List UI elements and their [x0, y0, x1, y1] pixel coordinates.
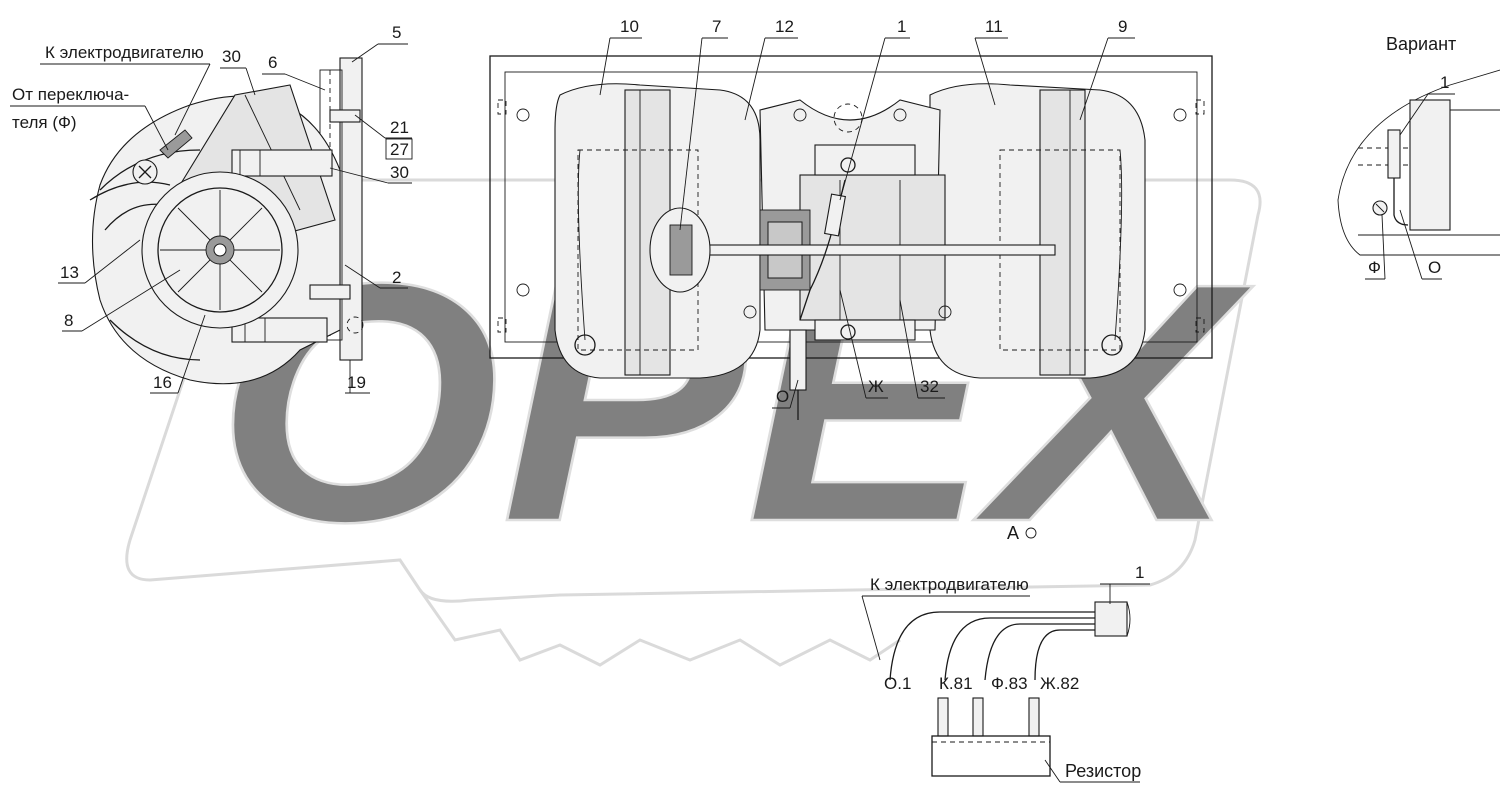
callout-30-mid: 30	[390, 163, 409, 182]
callout-16: 16	[153, 373, 172, 392]
variant-wire-f: Ф	[1368, 258, 1381, 277]
front-view	[489, 55, 1213, 420]
label-from-switch-line2: теля (Ф)	[12, 113, 77, 132]
callout-1-front: 1	[897, 17, 906, 36]
callout-13: 13	[60, 263, 79, 282]
side-view-labels: К электродвигателю От переключа- теля (Ф…	[10, 23, 413, 394]
label-from-switch-line1: От переключа-	[12, 85, 129, 104]
callout-10: 10	[620, 17, 639, 36]
label-to-motor-side: К электродвигателю	[45, 43, 204, 62]
callout-32: 32	[920, 377, 939, 396]
terminal-k81: К.81	[939, 674, 973, 693]
callout-21: 21	[390, 118, 409, 137]
front-view-labels: 10 7 12 1 11 9 О Ж 32	[599, 17, 1135, 409]
side-view	[89, 57, 364, 385]
variant-title: Вариант	[1386, 34, 1456, 54]
view-a-label: А	[1007, 523, 1019, 543]
variant-callout-1: 1	[1440, 73, 1449, 92]
wire-label-o-front: О	[776, 387, 789, 406]
view-a-label-to-motor: К электродвигателю	[870, 575, 1029, 594]
wire-label-zh-front: Ж	[868, 377, 884, 396]
view-a-callout-1: 1	[1135, 563, 1144, 582]
callout-19: 19	[347, 373, 366, 392]
terminal-zh82: Ж.82	[1040, 674, 1079, 693]
callout-6: 6	[268, 53, 277, 72]
resistor-label: Резистор	[1065, 761, 1141, 781]
callout-12: 12	[775, 17, 794, 36]
view-a: А К электродвигателю 1 О.1 К.81 Ф.83 Ж.8…	[861, 523, 1150, 783]
callout-27: 27	[390, 140, 409, 159]
callout-5: 5	[392, 23, 401, 42]
callout-2: 2	[392, 268, 401, 287]
variant-wire-o: О	[1428, 258, 1441, 277]
terminal-f83: Ф.83	[991, 674, 1028, 693]
terminal-o1: О.1	[884, 674, 911, 693]
variant-detail: Вариант 1 Ф О	[1337, 34, 1500, 280]
callout-7: 7	[712, 17, 721, 36]
callout-30-top: 30	[222, 47, 241, 66]
callout-8: 8	[64, 311, 73, 330]
callout-9: 9	[1118, 17, 1127, 36]
callout-11: 11	[985, 17, 1003, 36]
